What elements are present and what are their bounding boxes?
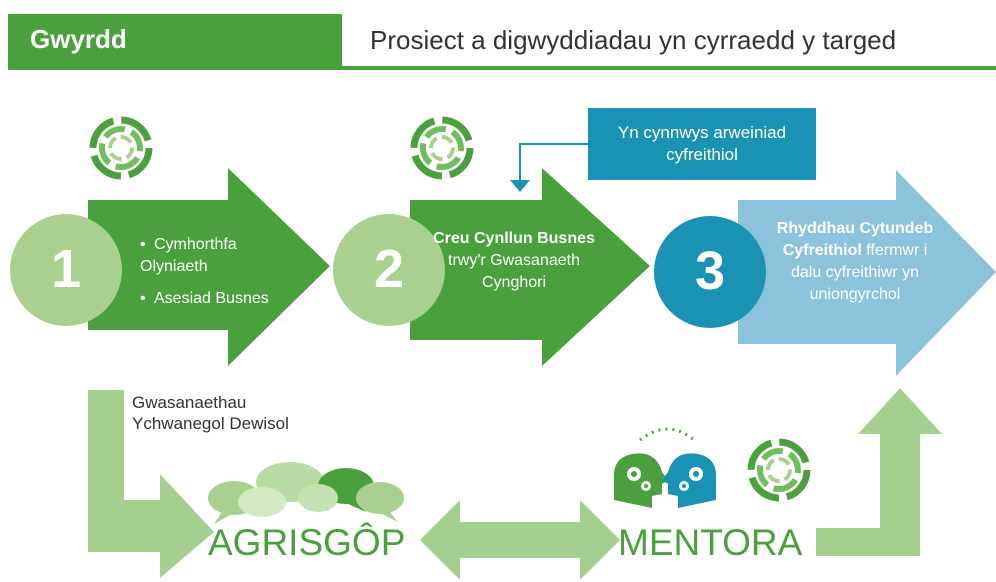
mentora-label: MENTORA	[618, 522, 803, 563]
step2-circle	[333, 214, 445, 326]
step3-arrow	[738, 170, 996, 376]
step1-bullet-2: •Asesiad Busnes	[140, 290, 269, 307]
step3-title: Rhyddhau Cytundeb Cyfreithiol	[776, 220, 934, 259]
heads-gears-icon	[613, 427, 717, 508]
callout-connector	[519, 143, 588, 180]
step1-circle	[10, 214, 122, 326]
recycle-swirl-icon	[751, 442, 807, 498]
header-category: Gwyrdd	[30, 24, 127, 54]
step2-number: 2	[373, 239, 405, 299]
double-arrow	[420, 500, 620, 580]
callout-box	[588, 108, 816, 180]
header-category-bar	[8, 14, 342, 66]
step1-arrow	[88, 168, 330, 366]
callout-text: Yn cynnwys arweiniad cyfreithiol	[617, 123, 787, 164]
agrisgop-label: AGRISGÔP	[208, 522, 406, 563]
up-arrow	[816, 388, 942, 556]
recycle-swirl-icon	[414, 120, 470, 176]
step2-description: trwy'r Gwasanaeth Cynghori	[448, 252, 580, 291]
step3-text: Rhyddhau Cytundeb Cyfreithiol ffermwr i …	[770, 218, 940, 306]
step2-arrow	[410, 168, 650, 366]
step1-number: 1	[50, 239, 82, 299]
step2-title: Creu Cynllun Busnes	[433, 230, 595, 247]
recycle-swirl-icon	[93, 120, 149, 176]
optional-services-label: Gwasanaethau Ychwanegol Dewisol	[132, 393, 289, 433]
header-title-bar	[342, 14, 996, 66]
step3-description: ffermwr i dalu cyfreithiwr yn uniongyrch…	[790, 242, 928, 303]
speech-bubbles-icon	[208, 462, 404, 524]
step1-bullet-1: •Cymhorthfa Olyniaeth	[140, 236, 237, 275]
header-underline	[8, 66, 996, 70]
callout-arrowhead	[510, 180, 530, 192]
optional-services-arrow	[88, 390, 214, 578]
header-title: Prosiect a digwyddiadau yn cyrraedd y ta…	[370, 25, 897, 55]
step3-circle	[654, 216, 766, 328]
step3-number: 3	[694, 241, 726, 301]
step2-text: Creu Cynllun Busnes trwy'r Gwasanaeth Cy…	[430, 228, 598, 294]
